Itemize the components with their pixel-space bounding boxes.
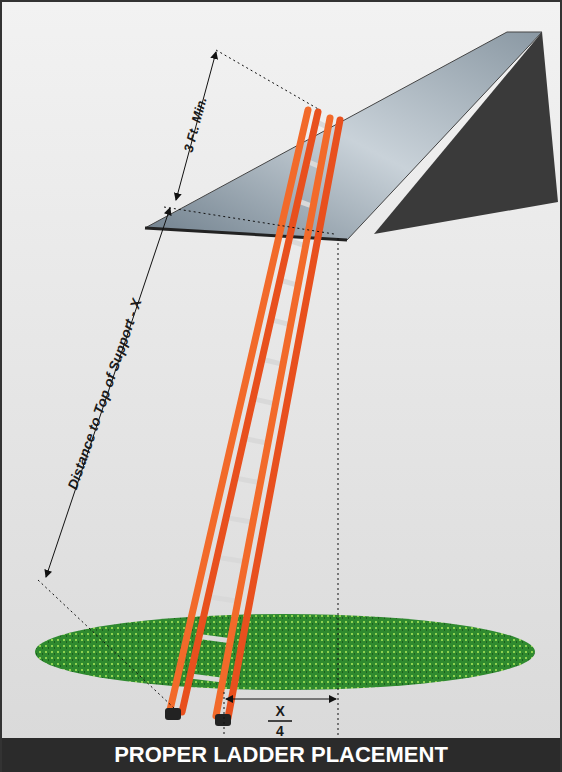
ladder-rail — [182, 112, 318, 712]
ground — [35, 614, 535, 690]
fraction-denominator: 4 — [276, 723, 284, 739]
ladder-rail — [228, 120, 340, 718]
ladder-foot — [215, 714, 231, 726]
dimension-lines — [38, 50, 338, 736]
ladder-rung — [208, 597, 238, 601]
title-banner: PROPER LADDER PLACEMENT — [2, 738, 560, 772]
ladder-rung — [217, 557, 245, 562]
ladder-rail — [216, 118, 330, 716]
ladder-rung — [199, 636, 230, 640]
ladder-rung — [244, 438, 268, 443]
ladder-rung — [226, 518, 253, 523]
ladder-foot — [165, 708, 181, 720]
roof — [145, 32, 542, 240]
ladder-rung — [235, 478, 260, 483]
ladder-rung — [190, 676, 223, 680]
dimension-label: Distance to Top of Support - X — [64, 296, 145, 491]
ladder — [165, 110, 340, 726]
dimension-label: 3 Ft. Min. — [181, 95, 210, 153]
fraction-numerator: X — [276, 703, 285, 719]
